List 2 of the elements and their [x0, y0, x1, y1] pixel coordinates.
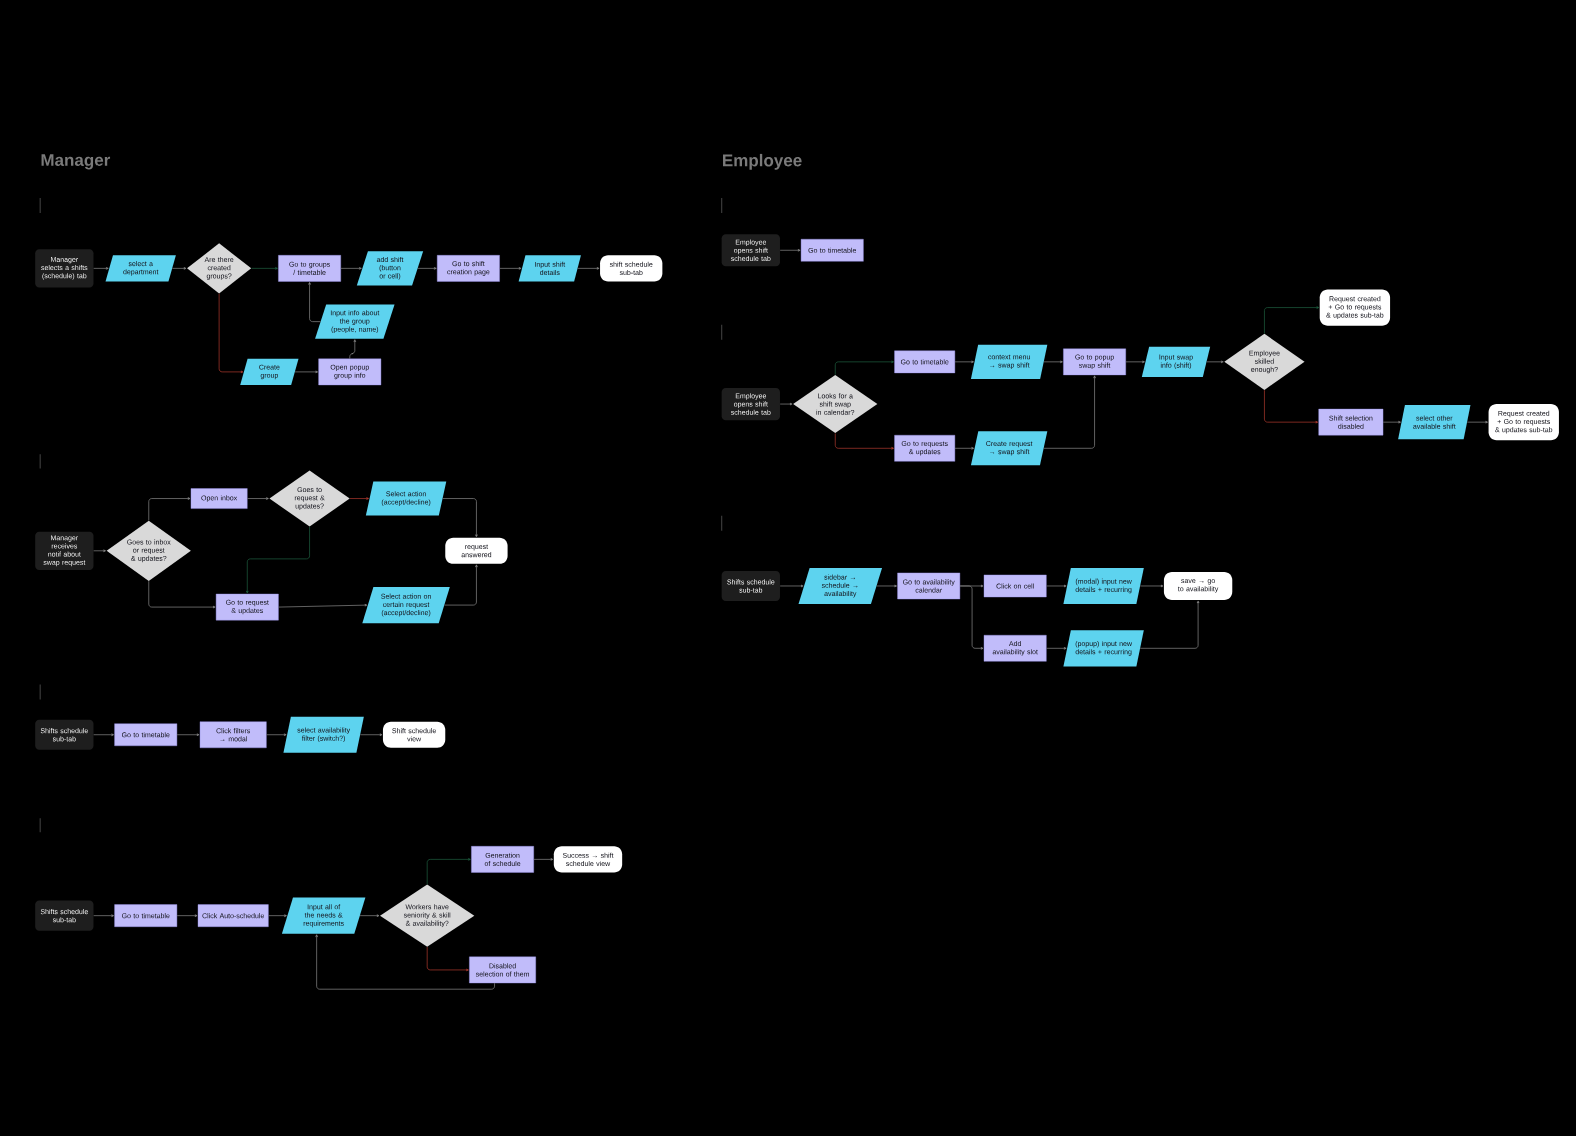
section-heading: Employee: [723, 153, 802, 170]
section-heading: Manager: [41, 154, 111, 170]
